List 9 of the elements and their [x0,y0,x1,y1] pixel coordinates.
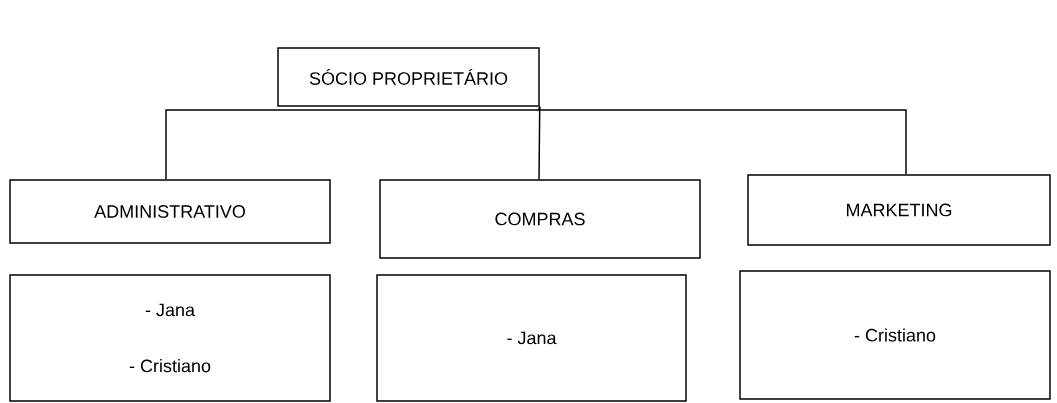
staff-box: - Cristiano [739,270,1051,400]
department-box: MARKETING [747,174,1051,246]
staff-box: - Jana - Cristiano [9,274,331,402]
staff-box: - Jana [376,274,687,402]
owner-box: SÓCIO PROPRIETÁRIO [277,47,540,107]
connector-line [538,106,907,175]
department-box: ADMINISTRATIVO [9,179,331,244]
department-box: COMPRAS [379,179,701,259]
connector-line [165,106,541,180]
